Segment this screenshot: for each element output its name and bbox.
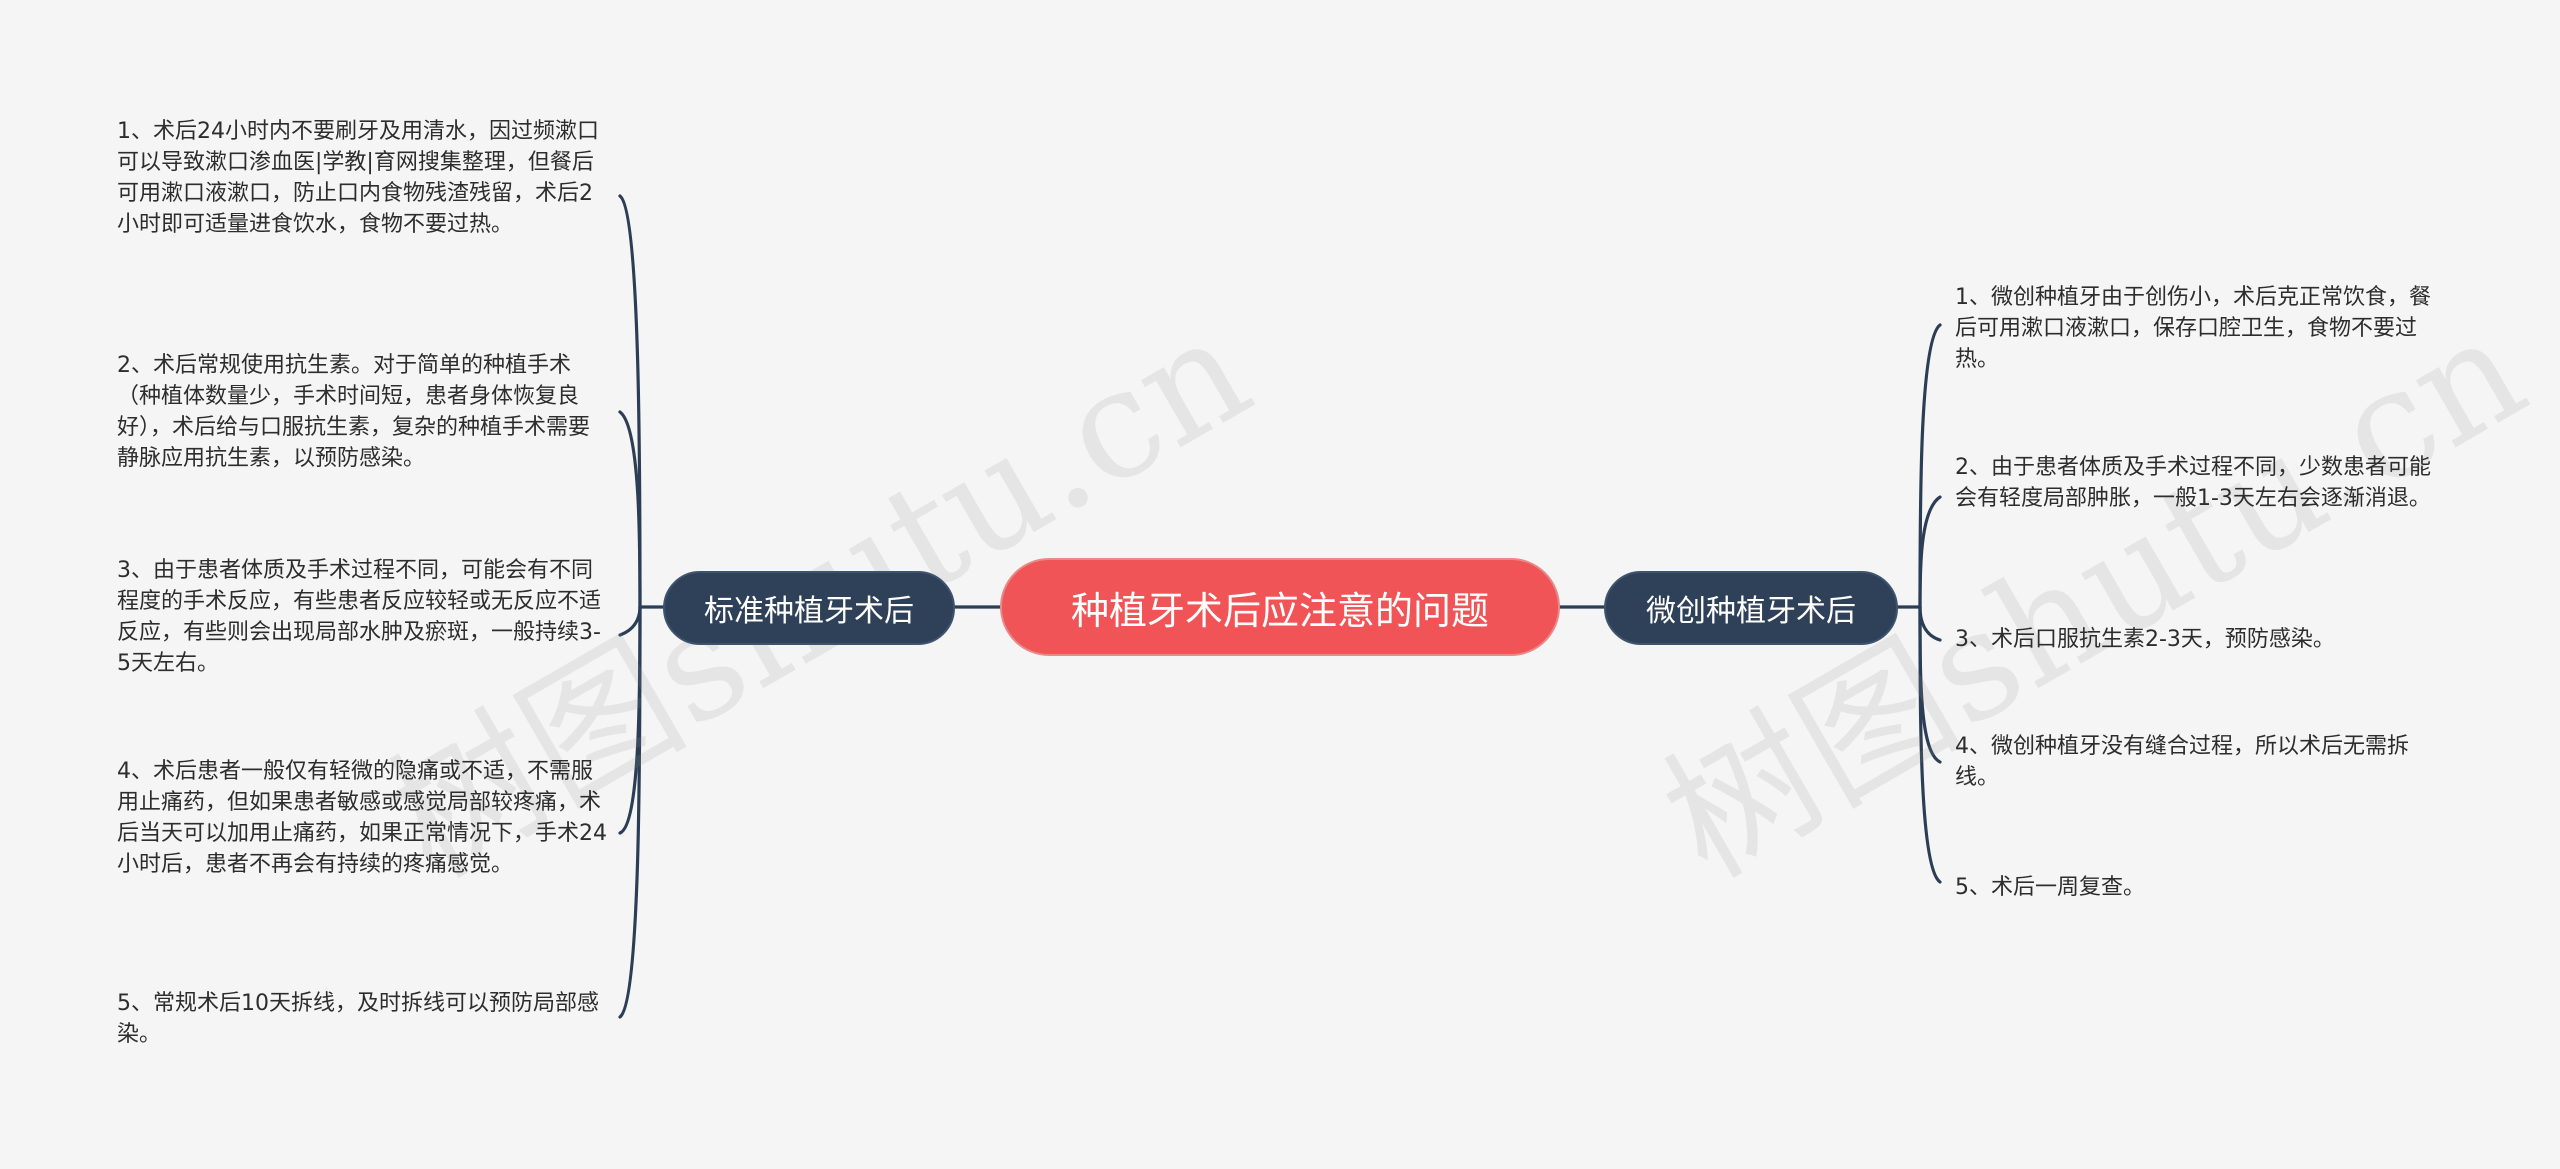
connector-left-leaf-3 — [618, 605, 642, 637]
root-topic[interactable]: 种植牙术后应注意的问题 — [1000, 558, 1560, 656]
connector-left-leaf-2 — [618, 410, 642, 609]
connector-right-leaf-3 — [1918, 605, 1942, 642]
branch-minimally-invasive-implant[interactable]: 微创种植牙术后 — [1604, 571, 1898, 645]
leaf-right-3[interactable]: 3、术后口服抗生素2-3天，预防感染。 — [1955, 627, 2335, 652]
leaf-left-2[interactable]: 2、术后常规使用抗生素。对于简单的种植手术（种植体数量少，手术时间短，患者身体恢… — [117, 353, 591, 471]
connector-left-leaf-4 — [618, 605, 642, 835]
leaf-right-4[interactable]: 4、微创种植牙没有缝合过程，所以术后无需拆线。 — [1955, 734, 2409, 790]
connector-left-leaf-5 — [618, 605, 642, 1019]
connector-left-leaf-1 — [618, 194, 642, 609]
connector-right-leaf-5 — [1918, 605, 1942, 884]
leaf-right-5[interactable]: 5、术后一周复查。 — [1955, 875, 2145, 900]
connector-right-leaf-4 — [1918, 605, 1942, 764]
branch-standard-implant[interactable]: 标准种植牙术后 — [663, 571, 955, 645]
leaf-right-1[interactable]: 1、微创种植牙由于创伤小，术后克正常饮食，餐后可用漱口液漱口，保存口腔卫生，食物… — [1955, 285, 2431, 372]
leaf-left-1[interactable]: 1、术后24小时内不要刷牙及用清水，因过频漱口可以导致漱口渗血医|学教|育网搜集… — [117, 119, 599, 237]
leaf-left-3[interactable]: 3、由于患者体质及手术过程不同，可能会有不同程度的手术反应，有些患者反应较轻或无… — [117, 558, 602, 676]
connector-right-leaf-2 — [1918, 495, 1942, 609]
leaf-right-2[interactable]: 2、由于患者体质及手术过程不同，少数患者可能会有轻度局部肿胀，一般1-3天左右会… — [1955, 455, 2431, 511]
leaf-left-5[interactable]: 5、常规术后10天拆线，及时拆线可以预防局部感染。 — [117, 991, 599, 1047]
connector-right-leaf-1 — [1918, 323, 1942, 609]
leaf-left-4[interactable]: 4、术后患者一般仅有轻微的隐痛或不适，不需服用止痛药，但如果患者敏感或感觉局部较… — [117, 759, 607, 877]
